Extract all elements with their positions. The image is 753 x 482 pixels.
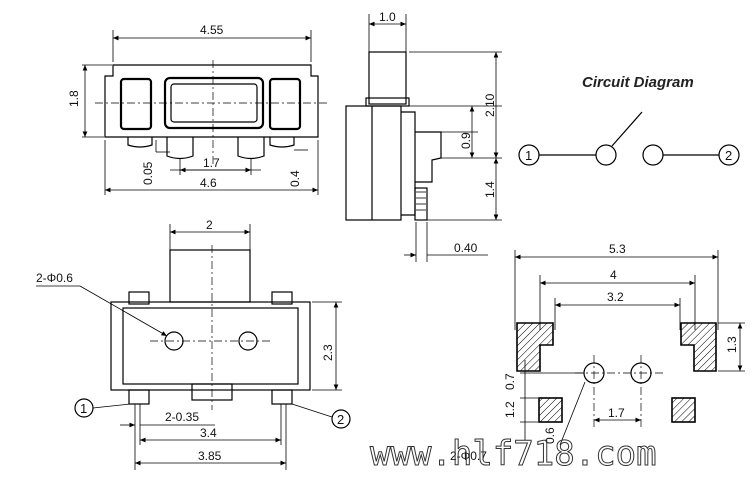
dim-top-height: 2.3 [321, 344, 335, 361]
dim-pcb-mid: 4 [610, 268, 617, 282]
front-view: 4.55 1.8 0.05 1.7 4.6 0.4 [67, 23, 330, 195]
dim-front-width-bottom: 4.6 [200, 176, 217, 190]
dim-side-width: 1.0 [379, 10, 396, 24]
circuit-pin-1: 1 [525, 148, 532, 163]
dim-top-holes: 2-Φ0.6 [36, 271, 73, 285]
dim-front-pitch: 1.7 [203, 156, 220, 170]
dim-pcb-pitch: 1.7 [608, 406, 625, 420]
dim-pcb-inner: 3.2 [607, 290, 624, 304]
dim-front-pad: 0.4 [288, 170, 302, 187]
dim-pcb-holes: 2-Φ0.7 [450, 449, 487, 463]
top-pin-1: 1 [80, 401, 87, 416]
top-pin-2: 2 [337, 412, 344, 427]
watermark: www.hlf718.com [370, 434, 657, 474]
dim-top-pin-width: 2-0.35 [165, 410, 199, 424]
pcb-layout: 5.3 4 3.2 1.3 0.7 1.2 0.6 1.7 2-Φ0.7 [450, 242, 745, 463]
circuit-pin-2: 2 [725, 148, 732, 163]
circuit-title: Circuit Diagram [582, 74, 694, 91]
dim-pcb-outer: 5.3 [609, 242, 626, 256]
dim-side-lead: 0.40 [454, 241, 478, 255]
dim-pcb-v2: 1.2 [503, 401, 517, 418]
dim-top-span2: 3.85 [198, 449, 222, 463]
dim-front-height: 1.8 [67, 90, 81, 107]
dim-front-gap: 0.05 [141, 161, 155, 185]
circuit-diagram: Circuit Diagram 1 2 [518, 74, 740, 166]
dim-pcb-v1: 0.7 [503, 373, 517, 390]
dim-front-width-top: 4.55 [200, 23, 224, 37]
dim-side-mid: 0.9 [459, 132, 473, 149]
top-view: 2 2-Φ0.6 2.3 1 2 2-0.35 3.4 [36, 218, 351, 470]
dim-top-actuator: 2 [206, 218, 213, 232]
side-view: 1.0 2.10 0.9 1.4 0.40 [345, 10, 502, 262]
dim-pcb-pad-height: 1.3 [725, 336, 739, 353]
dim-pcb-v3: 0.6 [543, 427, 557, 444]
dim-top-span1: 3.4 [200, 426, 217, 440]
dim-side-top: 2.10 [483, 93, 497, 117]
dim-side-bottom: 1.4 [483, 181, 497, 198]
